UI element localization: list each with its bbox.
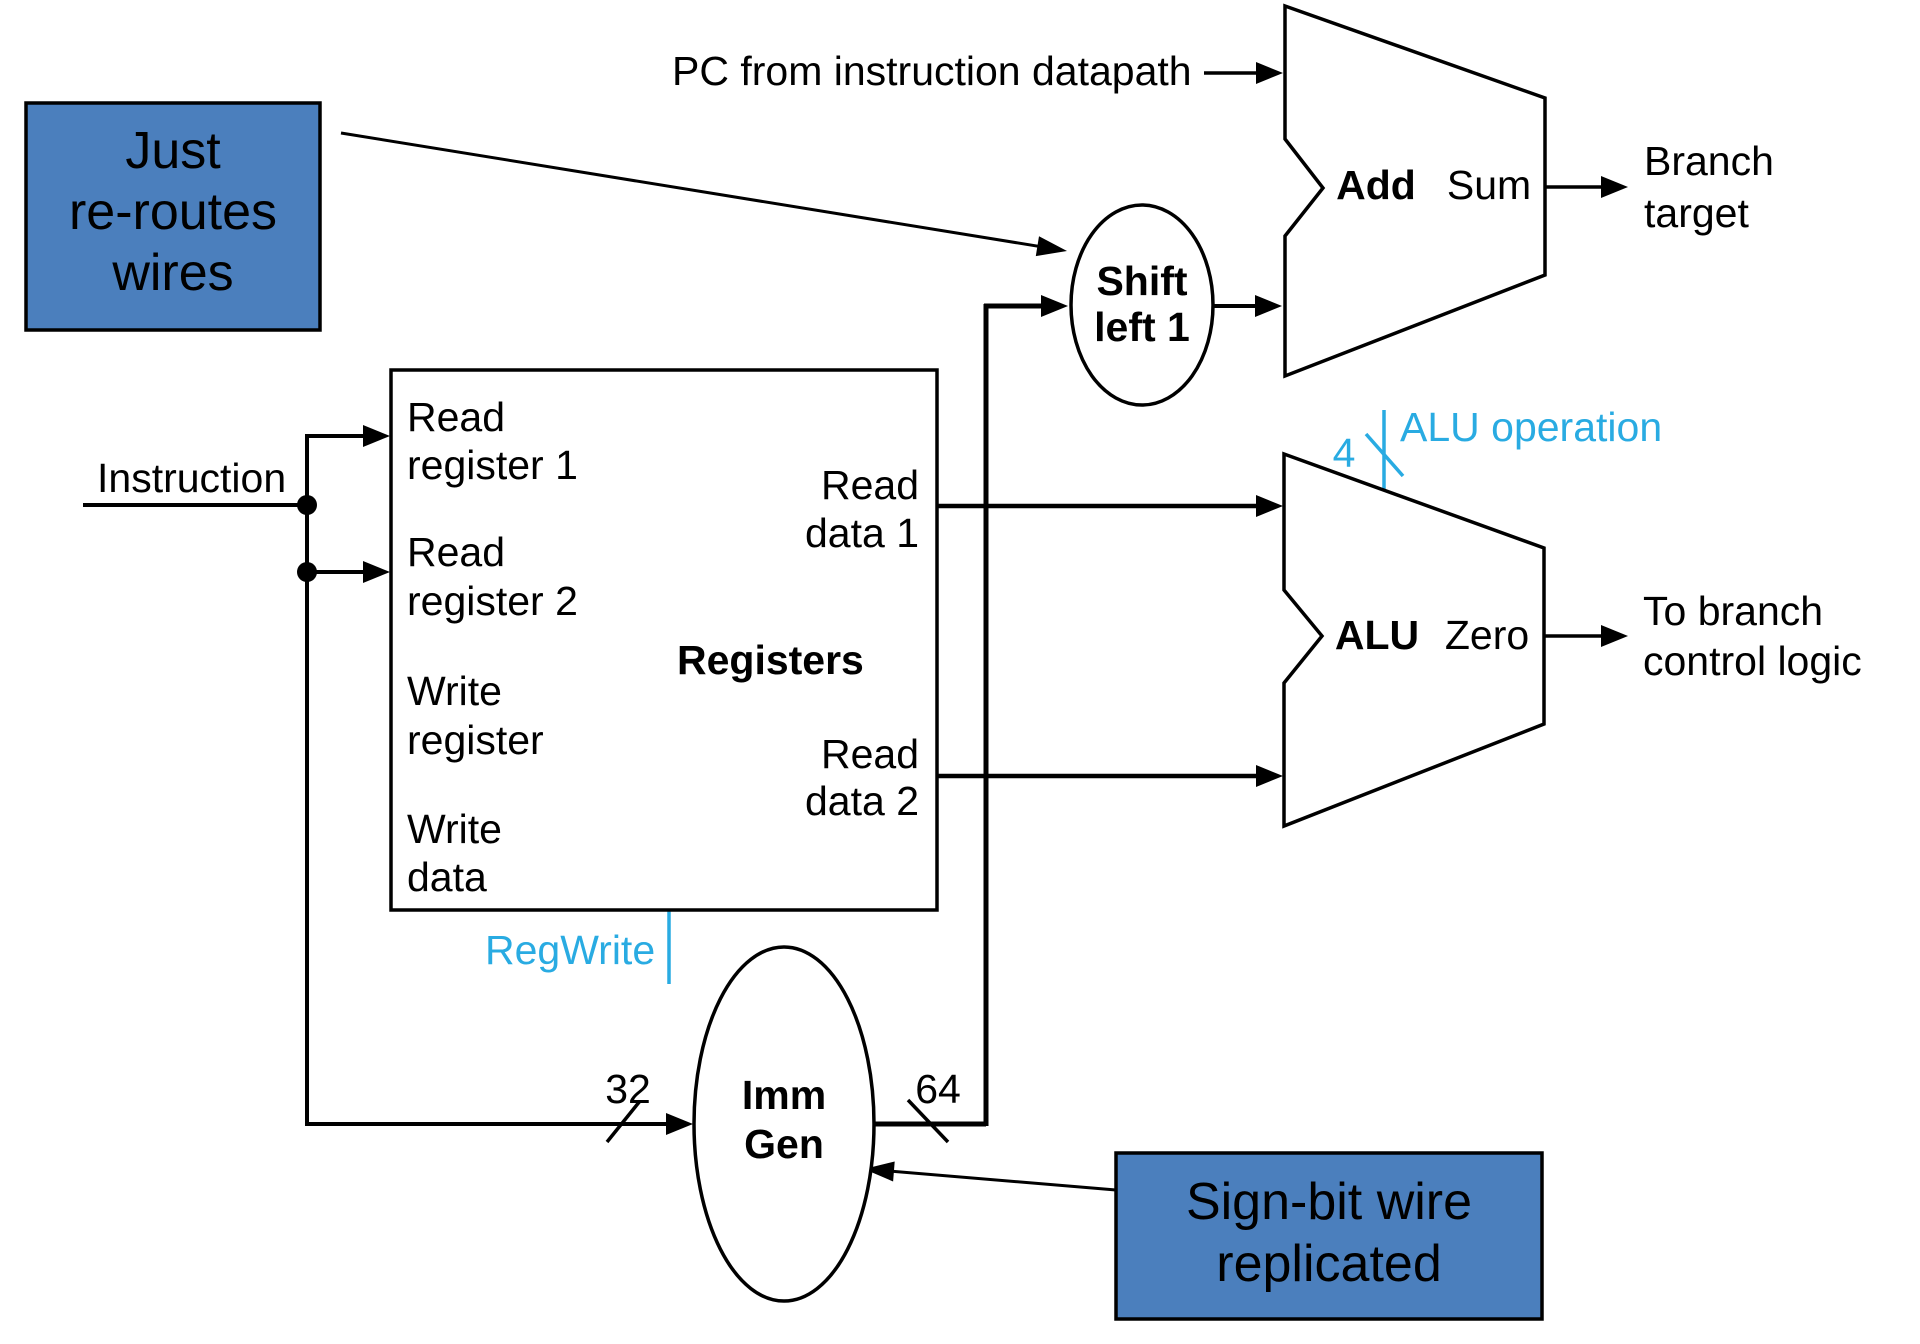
svg-text:Imm: Imm bbox=[742, 1072, 826, 1118]
svg-text:data 1: data 1 bbox=[805, 510, 919, 556]
svg-text:Instruction: Instruction bbox=[97, 455, 286, 501]
svg-text:ALU: ALU bbox=[1335, 612, 1419, 658]
svg-text:register 2: register 2 bbox=[407, 578, 578, 624]
svg-text:Read: Read bbox=[821, 462, 919, 508]
svg-text:Write: Write bbox=[407, 668, 502, 714]
svg-text:Gen: Gen bbox=[744, 1121, 824, 1167]
svg-text:re-routes: re-routes bbox=[69, 183, 277, 241]
svg-text:replicated: replicated bbox=[1216, 1235, 1441, 1293]
svg-text:Read: Read bbox=[407, 394, 505, 440]
svg-text:Just: Just bbox=[125, 122, 221, 180]
svg-text:Write: Write bbox=[407, 806, 502, 852]
svg-text:target: target bbox=[1644, 190, 1749, 236]
svg-text:Zero: Zero bbox=[1445, 612, 1529, 658]
svg-text:Read: Read bbox=[821, 731, 919, 777]
svg-text:register: register bbox=[407, 717, 544, 763]
svg-text:Sign-bit wire: Sign-bit wire bbox=[1186, 1173, 1472, 1231]
svg-text:To branch: To branch bbox=[1643, 588, 1823, 634]
svg-text:wires: wires bbox=[111, 244, 233, 302]
svg-text:control logic: control logic bbox=[1643, 638, 1862, 684]
svg-text:32: 32 bbox=[605, 1066, 651, 1112]
svg-text:left 1: left 1 bbox=[1094, 304, 1190, 350]
svg-text:Sum: Sum bbox=[1447, 162, 1531, 208]
svg-text:Branch: Branch bbox=[1644, 138, 1774, 184]
svg-text:Shift: Shift bbox=[1096, 258, 1187, 304]
svg-text:data 2: data 2 bbox=[805, 778, 919, 824]
svg-text:data: data bbox=[407, 854, 487, 900]
svg-text:register 1: register 1 bbox=[407, 442, 578, 488]
svg-text:ALU operation: ALU operation bbox=[1400, 404, 1662, 450]
svg-text:PC from instruction datapath: PC from instruction datapath bbox=[672, 48, 1192, 94]
svg-text:Read: Read bbox=[407, 529, 505, 575]
svg-text:Registers: Registers bbox=[677, 637, 864, 683]
svg-text:4: 4 bbox=[1333, 430, 1356, 476]
svg-text:Add: Add bbox=[1336, 162, 1416, 208]
svg-text:64: 64 bbox=[915, 1066, 961, 1112]
svg-text:RegWrite: RegWrite bbox=[485, 927, 655, 973]
